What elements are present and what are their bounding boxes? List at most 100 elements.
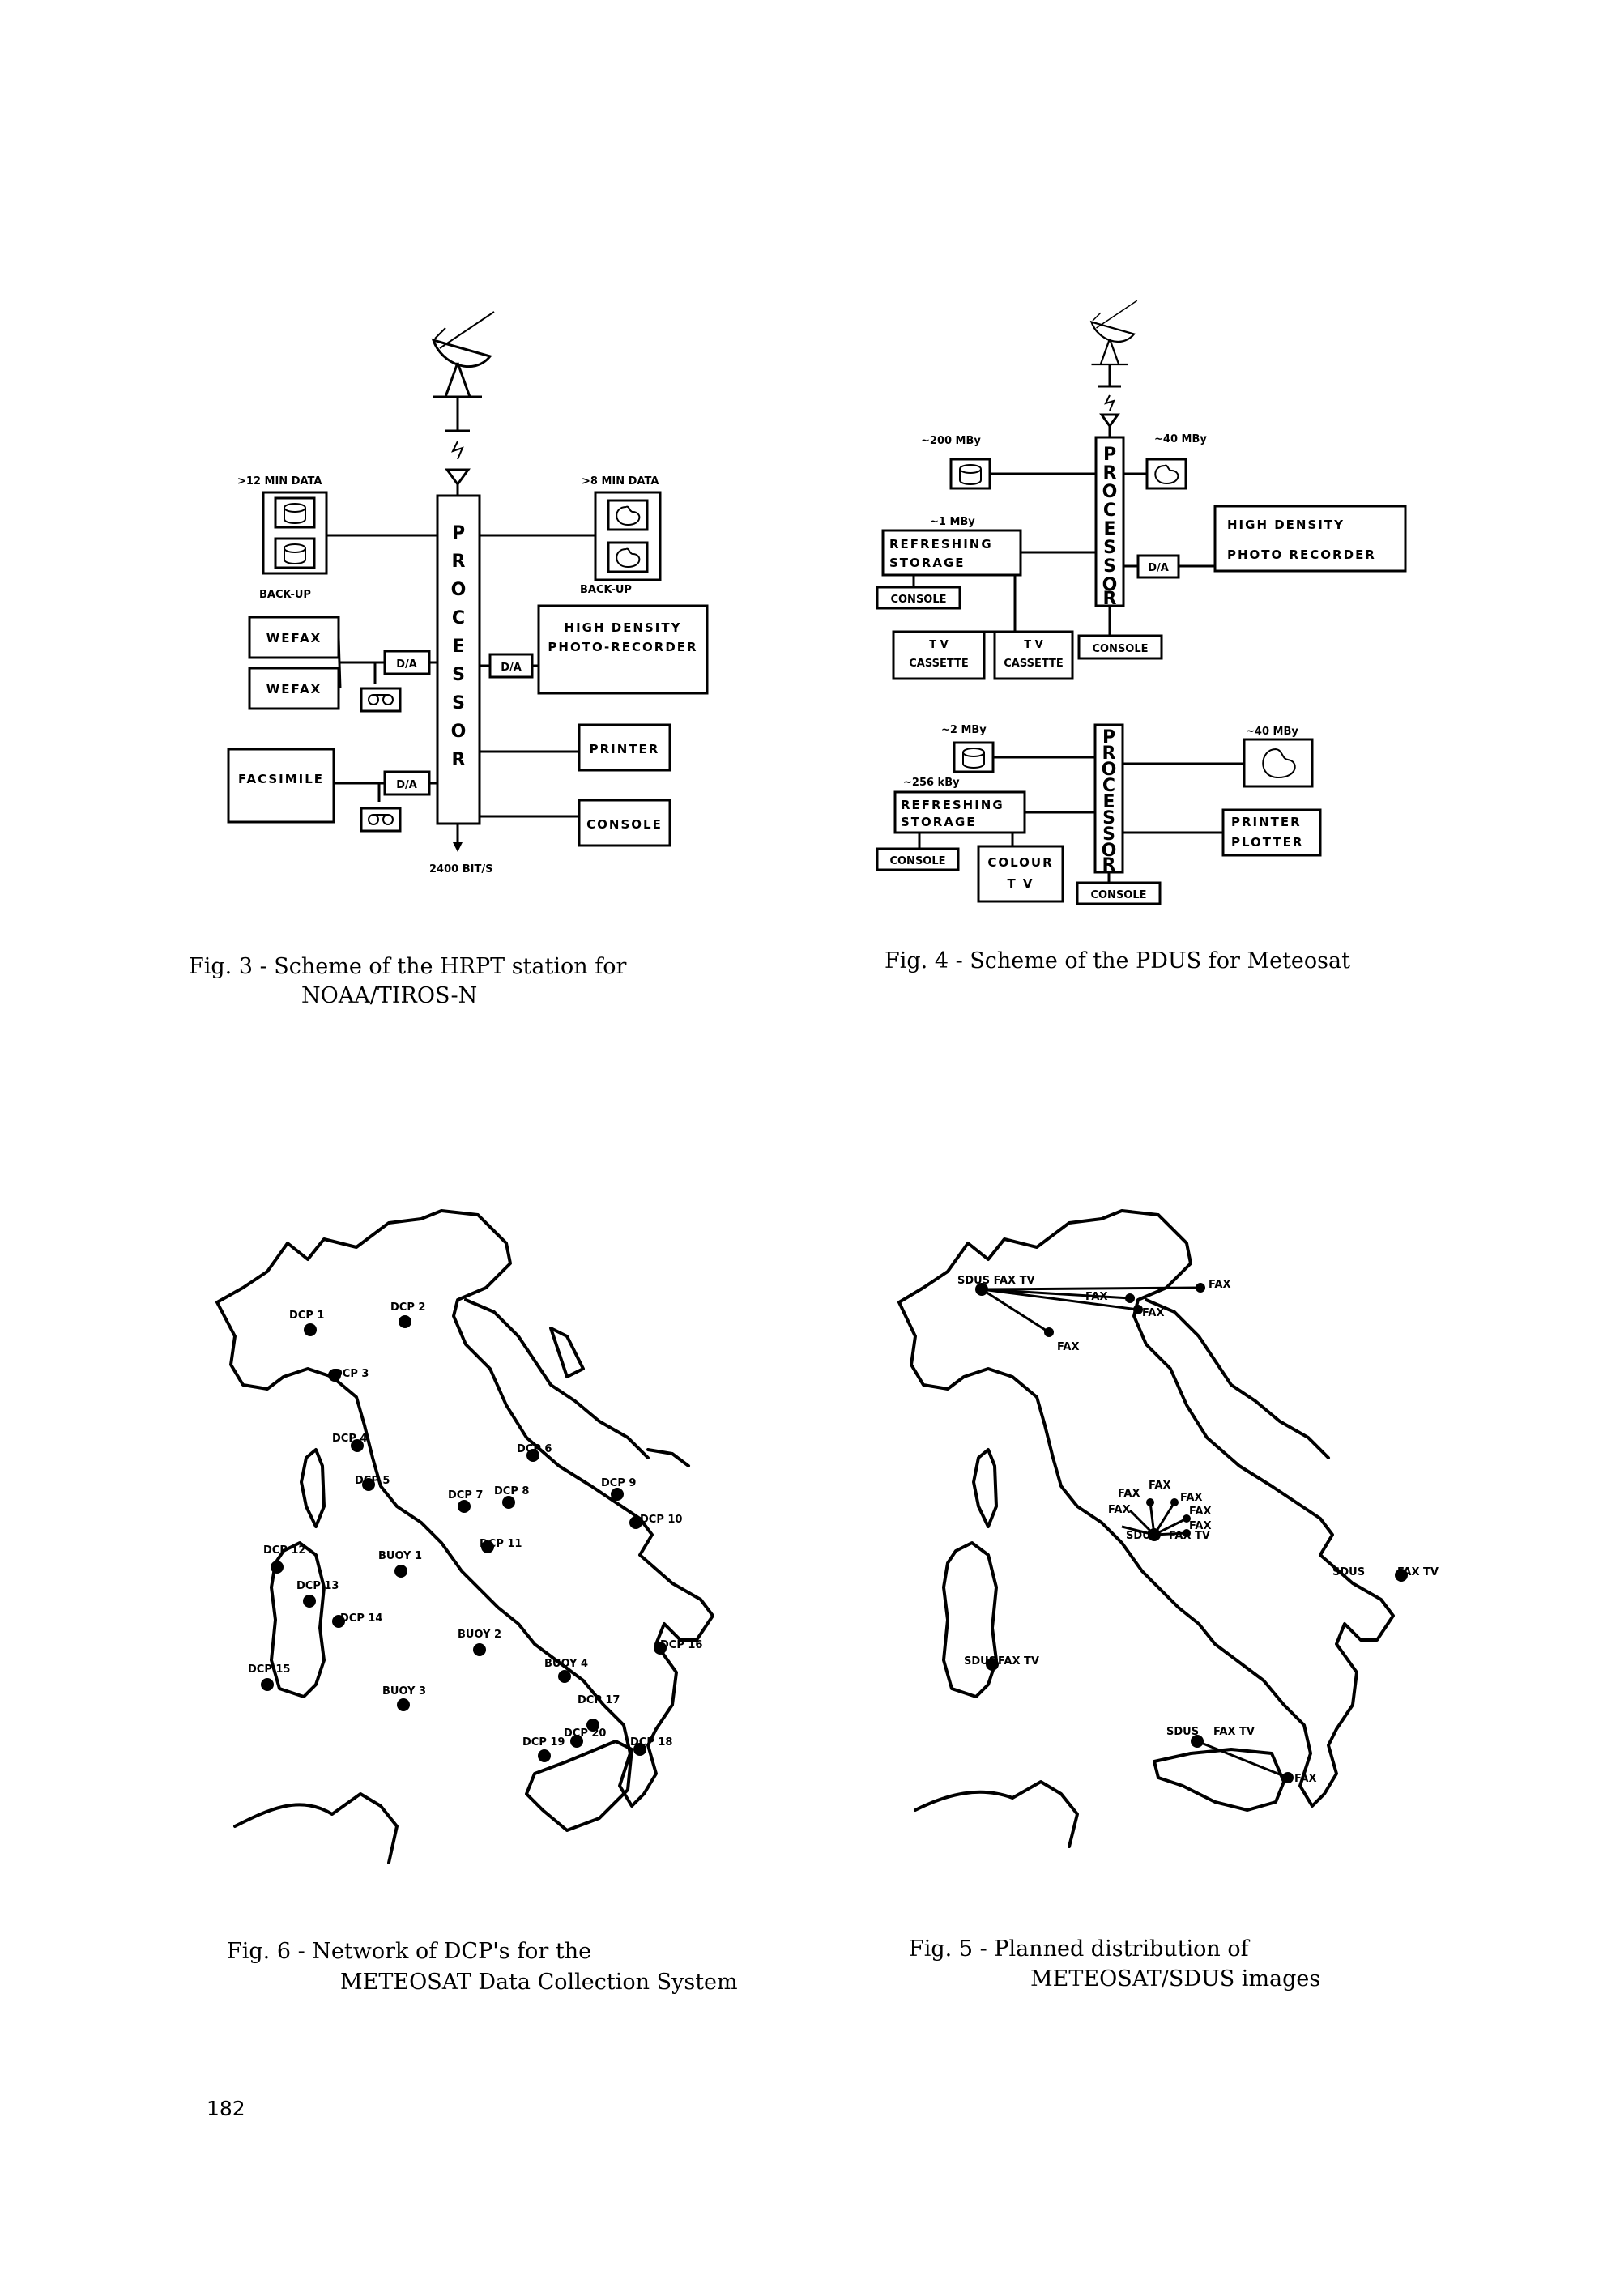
fig5-sardinia [942,1541,998,1698]
fig4-colour-tv-1: COLOUR [987,855,1053,870]
fig3-console: CONSOLE [586,817,663,832]
fig5-fax-tv-label: FAX TV [1213,1726,1255,1738]
fig6-dcp-3: DCP 3 [334,1368,369,1380]
fig3-cassette-icon [360,687,402,713]
fig5-sdus-label: SDUS [964,1655,996,1668]
fig5-fax-tv-label: FAX TV [998,1655,1039,1668]
svg-text:E: E [1103,519,1115,539]
fig6-dcp-18: DCP 18 [630,1736,672,1749]
fig3-wefax-1: WEFAX [266,631,322,645]
fig4-refresh-top-2: STORAGE [889,556,966,570]
fig3-wefax-2: WEFAX [266,682,322,696]
svg-text:E: E [452,637,464,657]
fig6-buoy-4: BUOY 4 [544,1658,588,1670]
svg-text:S: S [1102,824,1115,845]
fig6-dcp-9: DCP 9 [601,1477,636,1489]
fig6-dcp-14: DCP 14 [340,1612,382,1625]
fig4-console-b: CONSOLE [1092,643,1148,655]
fig4-console-a: CONSOLE [890,594,946,606]
fig5-sdus-label: SDUS [1166,1726,1199,1738]
fig3-antenna-icon [432,310,496,398]
fig3-cassette-icon [360,807,402,833]
fig4-tv-cassette-2b: CASSETTE [1004,658,1064,670]
fig4-printer-1: PRINTER [1231,815,1302,829]
fig3-da-2: D/A [396,779,417,791]
fig6-dcp-20: DCP 20 [564,1727,606,1740]
svg-text:O: O [1102,482,1118,502]
fig5-caption-line1: Fig. 5 - Planned distribution of [909,1936,1251,1962]
fig3-disk-icon [274,537,316,569]
fig6-buoy-2: BUOY 2 [458,1629,501,1641]
svg-text:S: S [1103,556,1116,577]
svg-text:S: S [1103,538,1116,558]
svg-text:O: O [451,580,467,600]
fig3-disk-icon [274,496,316,529]
fig4-mb40-top: ~40 MBy [1154,433,1207,445]
fig4-da: D/A [1148,562,1169,574]
fig4-processor-bottom-letters: P R O C E S S O R [1102,727,1117,875]
svg-text:S: S [1102,808,1115,829]
fig5-sdus-north-label: SDUS FAX TV [957,1275,1035,1287]
fig4-refresh-top-1: REFRESHING [889,537,993,552]
fig3-backup-right: BACK-UP [580,584,632,596]
fig5-fax-label: FAX [1108,1504,1130,1516]
fig5-sdus-label: SDUS [1126,1530,1158,1542]
svg-text:S: S [452,693,465,714]
fig6-dcp-16: DCP 16 [660,1639,702,1651]
fig5-rome-hub: FAX FAX FAX FAX FAX FAX SDUS FAX TV [1108,1480,1211,1542]
fig4-kb256: ~256 kBy [903,777,960,789]
fig3-tape-icon [607,541,649,573]
fig6-dcp-11: DCP 11 [480,1538,522,1550]
fig5-map: SDUS FAX TV FAX FAX FAX FAX FAX FAX FAX … [897,1209,1439,1848]
fig6-caption-line1: Fig. 6 - Network of DCP's for the [227,1939,591,1964]
fig6-dcp-8: DCP 8 [494,1485,529,1497]
fig3-da-1: D/A [396,658,417,671]
fig6-dcp-4: DCP 4 [332,1433,367,1445]
svg-text:R: R [1103,589,1117,609]
fig6-buoy-3: BUOY 3 [382,1685,426,1698]
fig4-colour-tv-2: T V [1007,876,1034,891]
fig3-processor-box [436,494,481,825]
fig5-fax-label: FAX [1209,1279,1230,1291]
fig4-disk-icon [949,458,991,490]
fig5-sdus-label: SDUS [1332,1566,1365,1578]
fig3-hd-recorder-line1: HIGH DENSITY [565,620,682,635]
fig4-printer-2: PLOTTER [1231,835,1303,850]
svg-text:S: S [452,665,465,685]
fig4-tape-icon [1145,458,1187,490]
fig5-fax-label: FAX [1180,1492,1202,1504]
fig4-hd-line2: PHOTO RECORDER [1227,547,1376,562]
svg-text:P: P [1102,727,1115,748]
fig3-caption-line1: Fig. 3 - Scheme of the HRPT station for [189,954,626,979]
fig5-fax-label: FAX [1142,1307,1164,1319]
fig6-dcp-13: DCP 13 [296,1580,339,1592]
svg-text:R: R [1103,463,1117,483]
fig6-sicily [525,1740,633,1832]
fig4-tv-cassette-1a: T V [929,639,948,651]
fig5-corsica [972,1448,998,1528]
fig5-fax-label: FAX [1118,1488,1140,1500]
fig3-caption-line2: NOAA/TIROS-N [301,983,477,1008]
fig4-refresh-bot-1: REFRESHING [901,798,1004,812]
fig6-caption-line2: METEOSAT Data Collection System [340,1970,738,1995]
fig4-mb40-bot: ~40 MBy [1246,726,1298,738]
fig4-mb200: ~200 MBy [921,435,981,447]
fig4-mb2: ~2 MBy [941,724,987,736]
svg-text:R: R [1102,743,1116,764]
fig6-dcp-19: DCP 19 [522,1736,565,1749]
fig6-dcp-6: DCP 6 [517,1443,552,1455]
fig3-tape-icon [607,499,649,531]
fig3-processor-letters: P R O C E S S O R [451,523,467,770]
fig6-dcp-7: DCP 7 [448,1489,483,1502]
fig5-fax-label: FAX [1057,1341,1079,1353]
fig3-rate-label: 2400 BIT/S [429,863,492,875]
fig3-min12-label: >12 MIN DATA [237,475,322,488]
fig6-map: DCP 1 DCP 2 DCP 3 DCP 4 DCP 5 DCP 6 DCP … [215,1209,714,1864]
fig3-min8-label: >8 MIN DATA [582,475,659,488]
svg-text:R: R [452,552,466,572]
svg-text:C: C [1102,776,1115,796]
fig6-dcp-17: DCP 17 [578,1694,620,1706]
fig5-fax-label: FAX [1189,1506,1211,1518]
svg-text:O: O [1102,760,1117,780]
fig4-processor-bottom-box [1094,723,1124,874]
